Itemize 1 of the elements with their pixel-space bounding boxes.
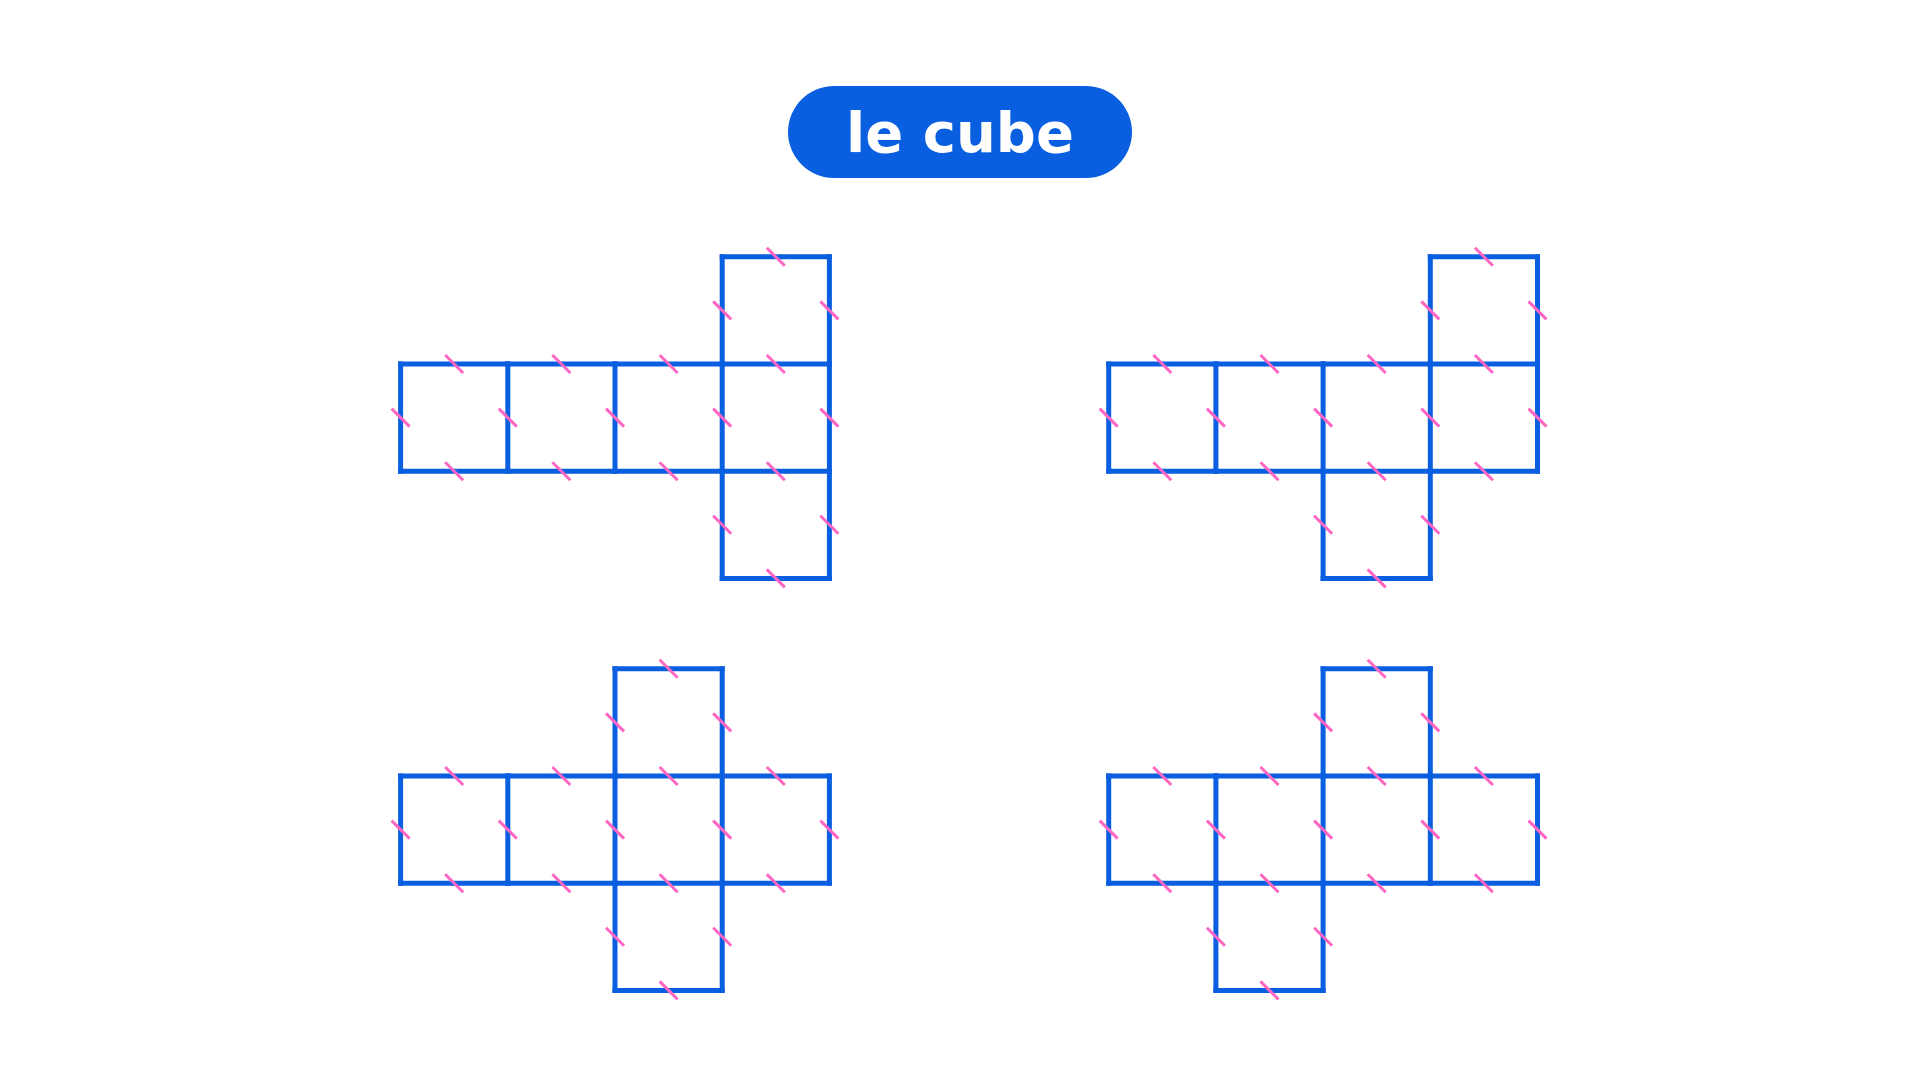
title-banner: le cube bbox=[788, 86, 1132, 178]
